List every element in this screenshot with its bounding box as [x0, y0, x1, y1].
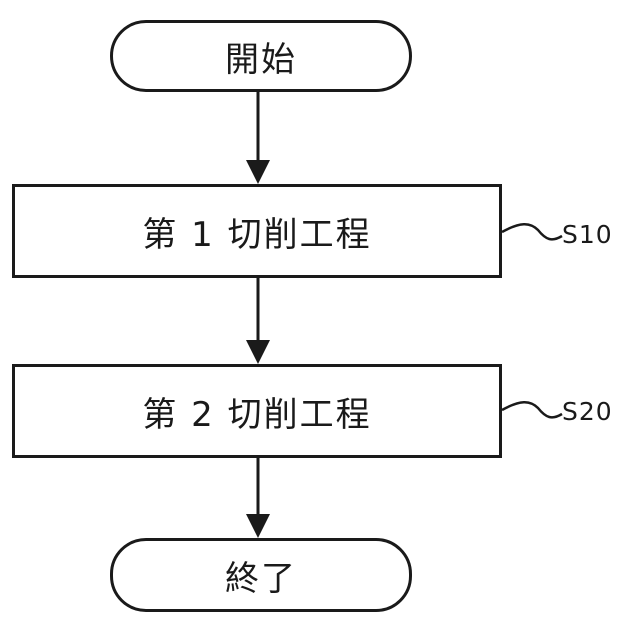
step2-process-box: 第 2 切削工程 [12, 364, 502, 458]
arrowhead-step2-to-end [246, 514, 270, 538]
end-label: 終了 [225, 551, 297, 600]
step2-ref-label: S20 [562, 397, 613, 426]
step2-label: 第 2 切削工程 [142, 387, 371, 436]
leader-line-s10 [502, 224, 562, 239]
leader-line-s20 [502, 402, 562, 417]
start-terminal: 開始 [110, 20, 412, 92]
step1-label: 第 1 切削工程 [142, 207, 371, 256]
start-label: 開始 [225, 32, 297, 81]
arrowhead-step1-to-step2 [246, 340, 270, 364]
end-terminal: 終了 [110, 538, 412, 612]
arrowhead-start-to-step1 [246, 160, 270, 184]
step1-ref-label: S10 [562, 220, 613, 249]
step1-process-box: 第 1 切削工程 [12, 184, 502, 278]
